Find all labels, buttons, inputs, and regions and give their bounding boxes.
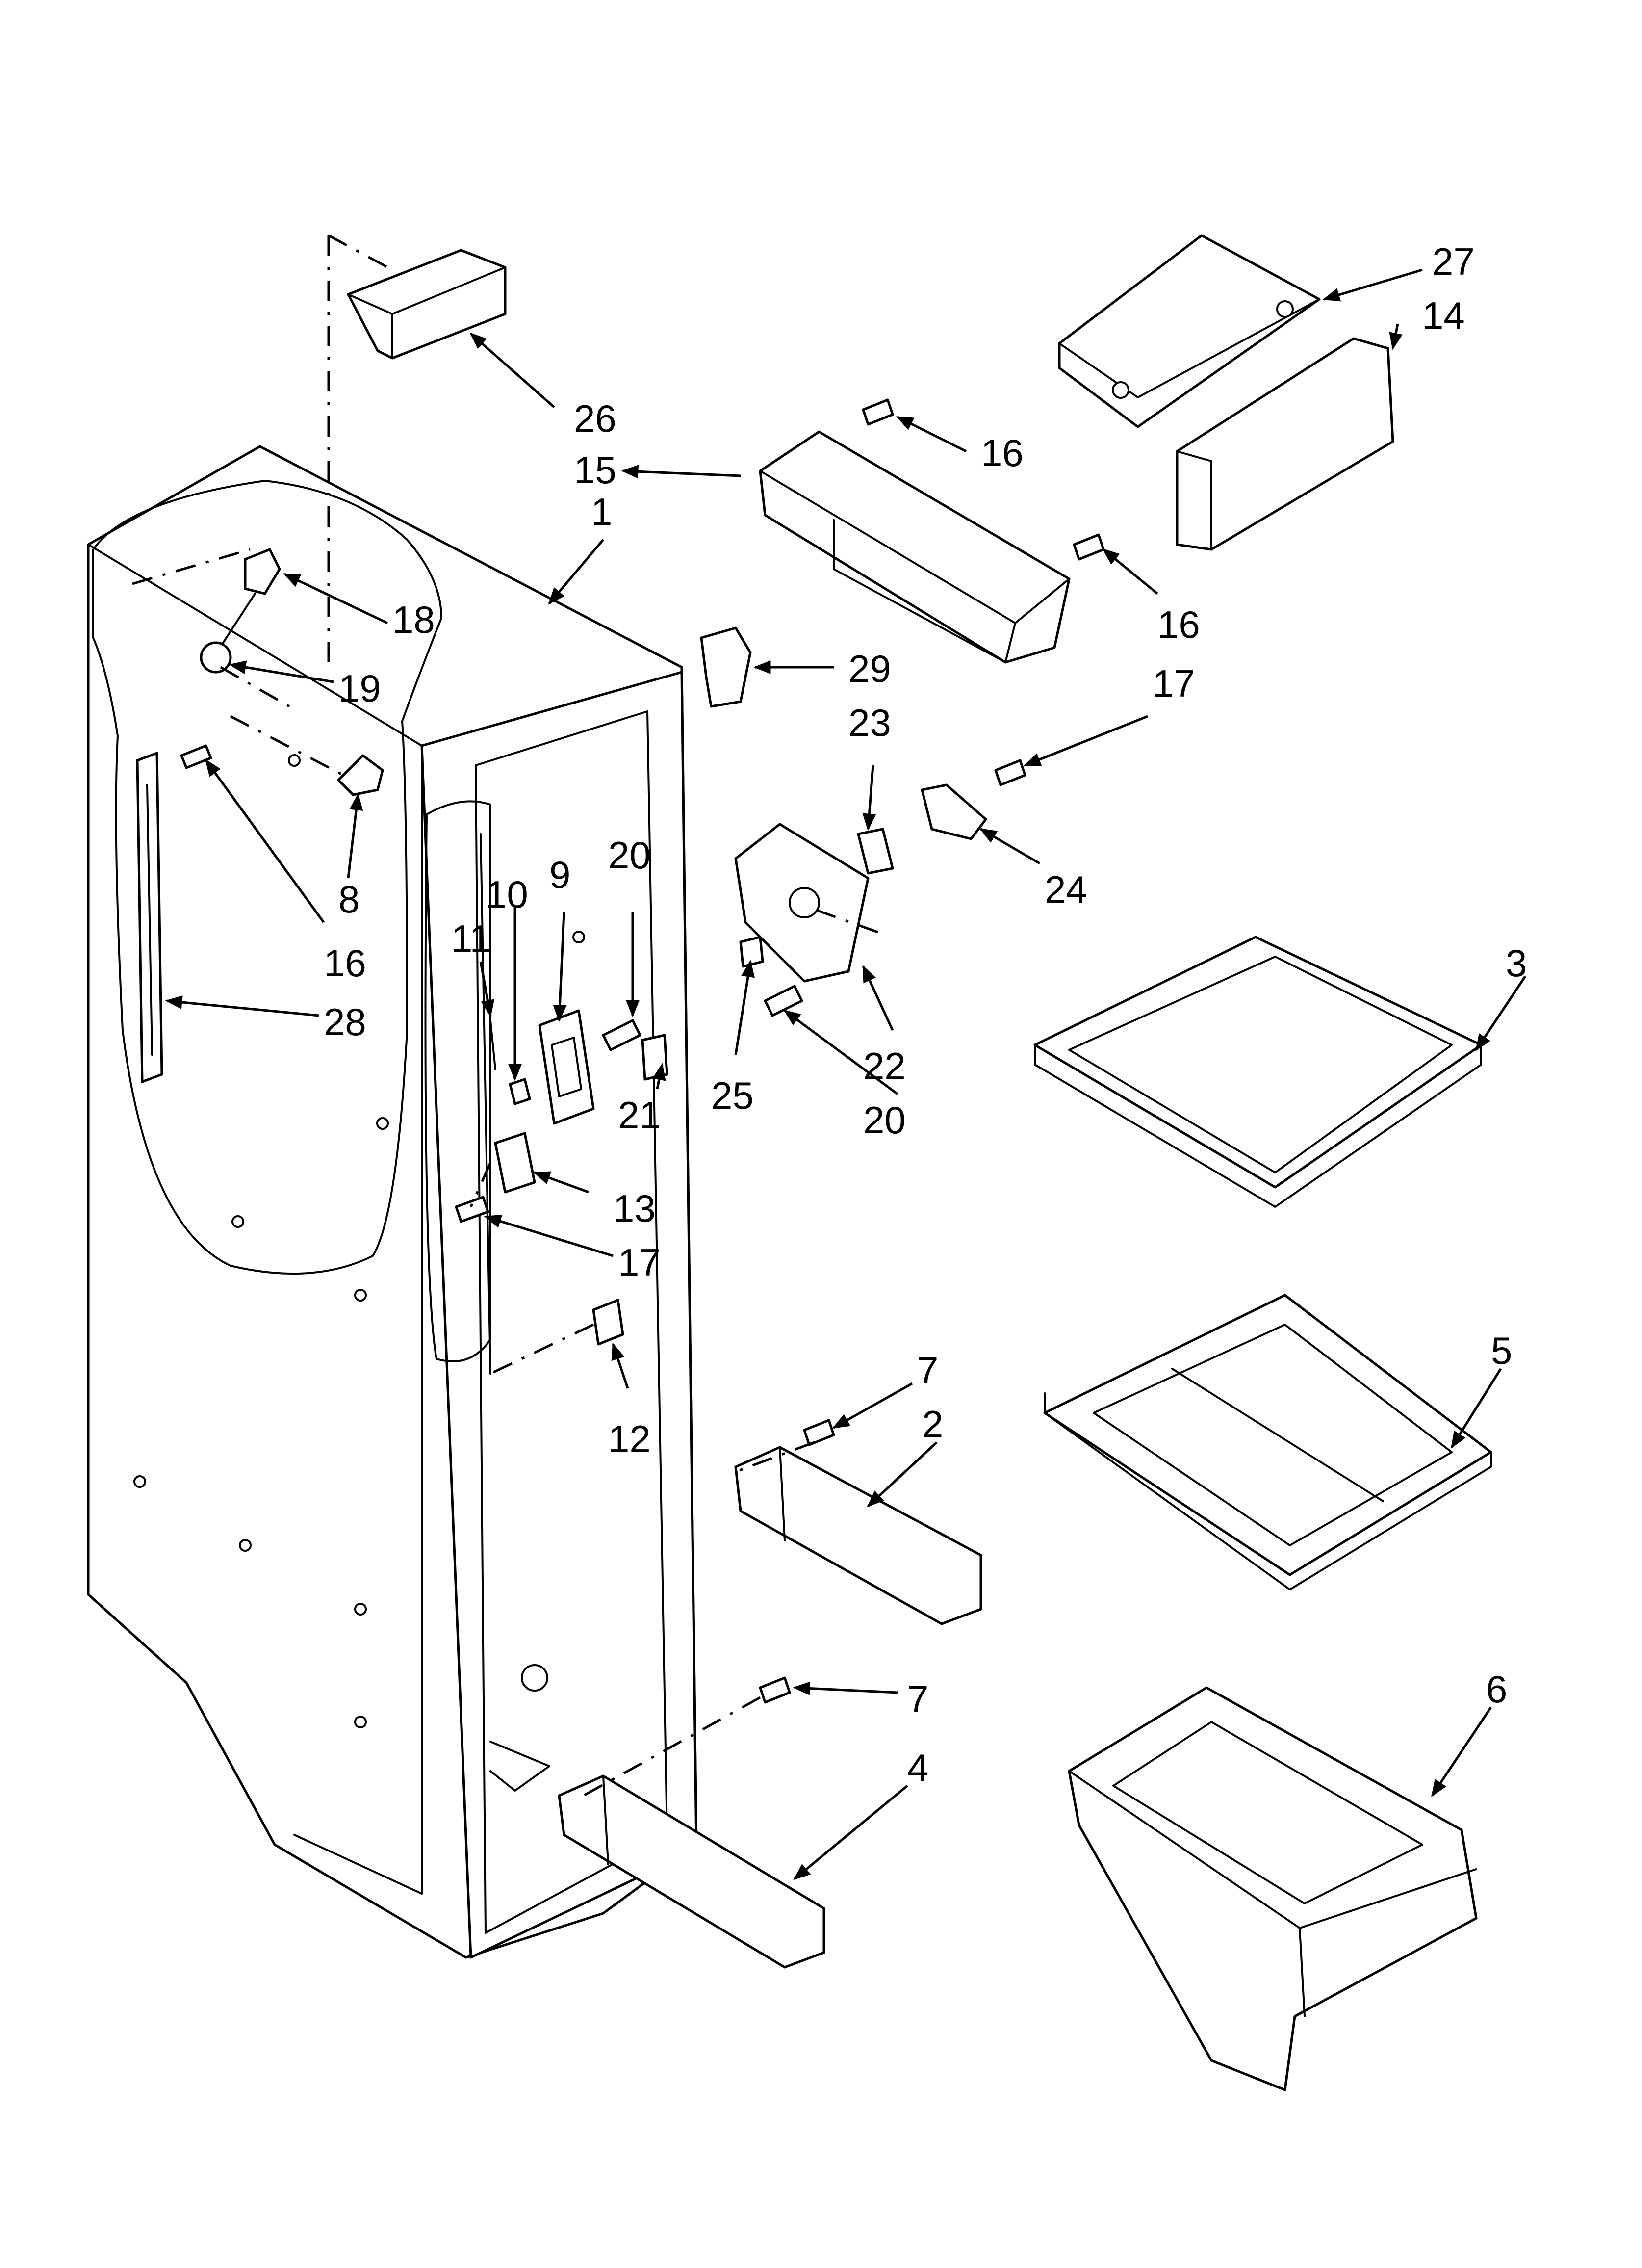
callout-13: 13 <box>613 1187 656 1230</box>
callout-24: 24 <box>1045 868 1087 911</box>
callout-7-upper: 7 <box>917 1349 938 1392</box>
screw-part-17-right <box>994 759 1026 786</box>
screw-part-16-left <box>180 744 212 769</box>
callout-12: 12 <box>608 1417 651 1460</box>
bracket-part-21 <box>641 1034 668 1081</box>
trim-part-2 <box>734 1446 982 1625</box>
callout-20-left: 20 <box>608 834 651 877</box>
screw-part-16-right <box>1073 533 1105 561</box>
switch-part-12 <box>592 1299 624 1346</box>
leader-lines <box>165 268 1527 1880</box>
crisper-bin-part-6 <box>1068 1686 1478 2091</box>
screw-part-7-lower <box>759 1676 791 1704</box>
callout-17-left: 17 <box>618 1241 661 1284</box>
callout-16-right: 16 <box>1157 603 1200 646</box>
screw-part-20-right <box>764 985 803 1017</box>
light-socket-part-18 <box>244 548 281 595</box>
screw-part-16-top <box>862 398 894 426</box>
cover-part-14 <box>1176 337 1394 551</box>
screw-part-7-upper <box>803 1419 835 1446</box>
bracket-part-29 <box>700 626 752 708</box>
callout-11: 11 <box>451 917 491 960</box>
cabinet-liner <box>87 445 698 1959</box>
air-duct-part-15 <box>759 430 1071 664</box>
light-bulb-part-19 <box>200 593 256 674</box>
callout-9: 9 <box>549 853 570 896</box>
callout-14: 14 <box>1422 294 1465 337</box>
trim-part-4 <box>558 1774 825 1969</box>
callout-29: 29 <box>848 647 891 690</box>
callout-28: 28 <box>324 1000 366 1043</box>
light-housing-part-22 <box>734 823 870 983</box>
callout-10: 10 <box>486 873 528 916</box>
callout-22: 22 <box>863 1044 906 1088</box>
callout-17-right: 17 <box>1153 662 1195 705</box>
callout-4: 4 <box>907 1746 928 1789</box>
callout-16-top: 16 <box>981 431 1024 474</box>
control-board-part-24 <box>921 783 987 840</box>
callout-3: 3 <box>1506 941 1527 985</box>
callout-6: 6 <box>1486 1668 1507 1711</box>
callout-labels: 26 15 1 16 16 27 14 18 19 8 16 28 29 23 … <box>324 240 1527 1789</box>
callout-20-right: 20 <box>863 1098 906 1142</box>
bracket-part-23 <box>857 828 894 875</box>
vent-cover-part-26 <box>347 249 507 360</box>
screw-part-17-left <box>455 1196 489 1223</box>
callout-16-left: 16 <box>324 941 366 985</box>
clip-part-10 <box>509 1078 531 1105</box>
clip-part-8 <box>337 754 384 796</box>
lamp-part-25 <box>739 936 764 968</box>
shelf-rail-part-28 <box>136 752 163 1083</box>
callout-25: 25 <box>711 1074 754 1117</box>
callout-8: 8 <box>338 878 359 921</box>
callout-1: 1 <box>591 490 612 533</box>
assembly-lines <box>132 234 878 1797</box>
wire-shelf-part-5 <box>1043 1294 1492 1590</box>
pin-part-11 <box>489 1019 496 1070</box>
callout-7-lower: 7 <box>907 1677 928 1721</box>
callout-23: 23 <box>848 701 891 744</box>
callout-5: 5 <box>1491 1329 1512 1372</box>
callout-26: 26 <box>574 397 616 440</box>
callout-18: 18 <box>392 598 435 641</box>
callout-19: 19 <box>338 667 381 710</box>
callout-27: 27 <box>1432 240 1475 283</box>
screw-part-20-left <box>602 1019 641 1051</box>
callout-15: 15 <box>574 448 616 492</box>
callout-21: 21 <box>618 1094 661 1137</box>
hinge-part-27 <box>1058 234 1321 428</box>
callout-2: 2 <box>922 1403 943 1446</box>
glass-shelf-part-3 <box>1033 936 1483 1208</box>
